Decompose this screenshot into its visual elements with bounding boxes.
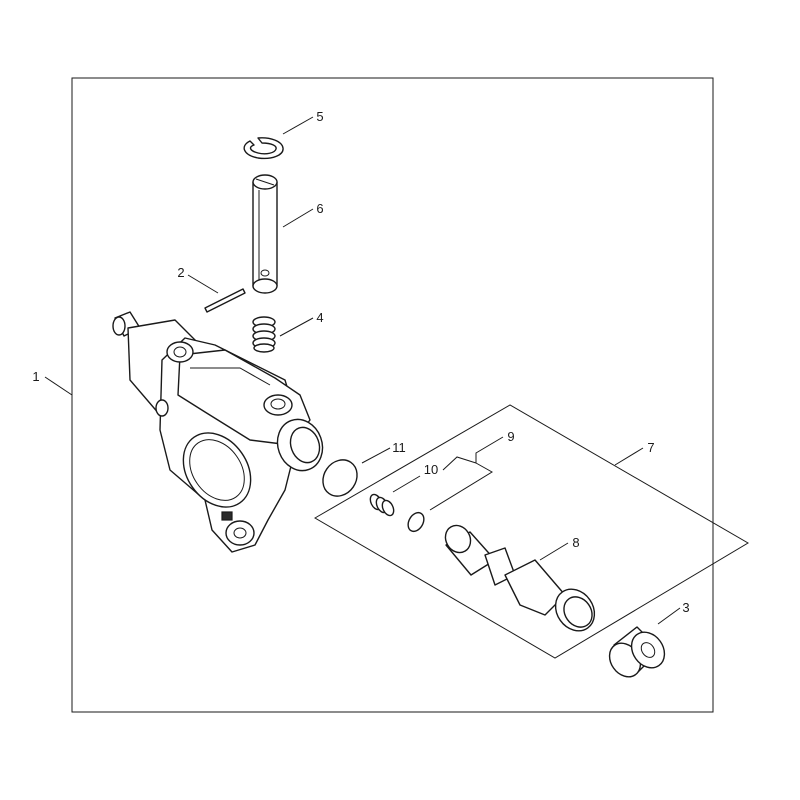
o-ring-small-part — [407, 511, 425, 533]
callout-1: 1 — [32, 369, 39, 384]
collar-part — [608, 626, 666, 678]
plunger-part — [444, 524, 596, 632]
leader-line-2 — [187, 274, 219, 294]
oil-pump-body-part — [112, 311, 324, 553]
small-pin-part — [204, 288, 246, 313]
leader-line-8 — [539, 542, 569, 561]
spring-part — [252, 316, 276, 353]
leader-line-6 — [282, 208, 314, 228]
leader-line-3 — [657, 607, 681, 625]
leader-line-9 — [429, 436, 504, 511]
leader-line-5 — [282, 116, 314, 135]
callout-8: 8 — [572, 535, 579, 550]
callout-10: 10 — [424, 462, 438, 477]
leader-line-11 — [361, 447, 391, 464]
callout-6: 6 — [316, 201, 323, 216]
callout-9: 9 — [507, 429, 514, 444]
o-ring-large-part — [322, 459, 358, 497]
kit-outline — [314, 404, 749, 659]
e-clip-part — [243, 137, 284, 160]
callout-7: 7 — [647, 440, 654, 455]
leader-line-4 — [279, 317, 314, 337]
leader-line-10 — [442, 456, 477, 471]
callout-4: 4 — [316, 310, 323, 325]
callout-3: 3 — [682, 600, 689, 615]
leader-line-10b — [392, 475, 421, 493]
callout-5: 5 — [316, 109, 323, 124]
callout-2: 2 — [177, 265, 184, 280]
shaft-part — [252, 174, 278, 294]
callout-11: 11 — [392, 440, 406, 455]
leader-line-1 — [44, 376, 73, 396]
small-spring-part — [369, 493, 395, 517]
leader-line-7 — [614, 447, 644, 466]
